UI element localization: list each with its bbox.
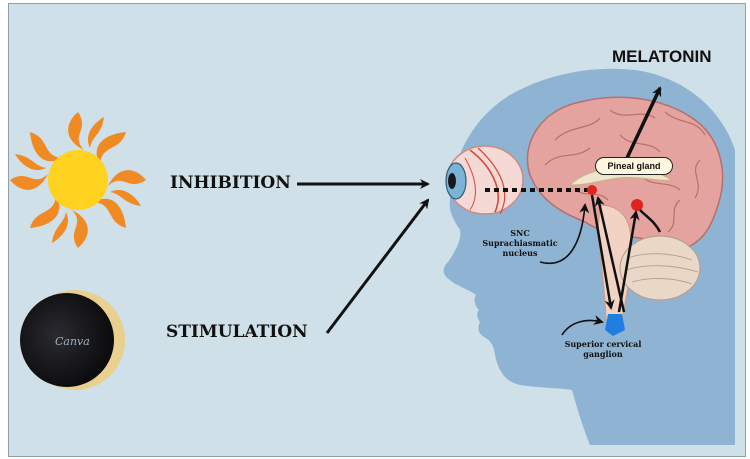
snc-label: SNC Suprachiasmatic nucleus (480, 228, 560, 258)
canva-watermark: Canva (55, 335, 90, 348)
melatonin-label: MELATONIN (612, 47, 711, 67)
scg-label-line2: ganglion (548, 349, 658, 359)
scg-label-line1: Superior cervical (548, 339, 658, 349)
inhibition-label: INHIBITION (170, 173, 291, 193)
eye-illustration (446, 146, 523, 214)
snc-label-line1: SNC (480, 228, 560, 238)
stimulation-label: STIMULATION (166, 322, 308, 342)
snc-label-line3: nucleus (480, 248, 560, 258)
pineal-gland-label: Pineal gland (595, 157, 673, 175)
cerebellum (620, 236, 700, 300)
stimulation-arrow (327, 200, 428, 333)
pineal-gland-dot (631, 199, 643, 211)
sun-icon (10, 112, 146, 248)
snc-label-line2: Suprachiasmatic (480, 238, 560, 248)
superior-cervical-ganglion-label: Superior cervical ganglion (548, 339, 658, 359)
suprachiasmatic-nucleus-dot (587, 185, 597, 195)
